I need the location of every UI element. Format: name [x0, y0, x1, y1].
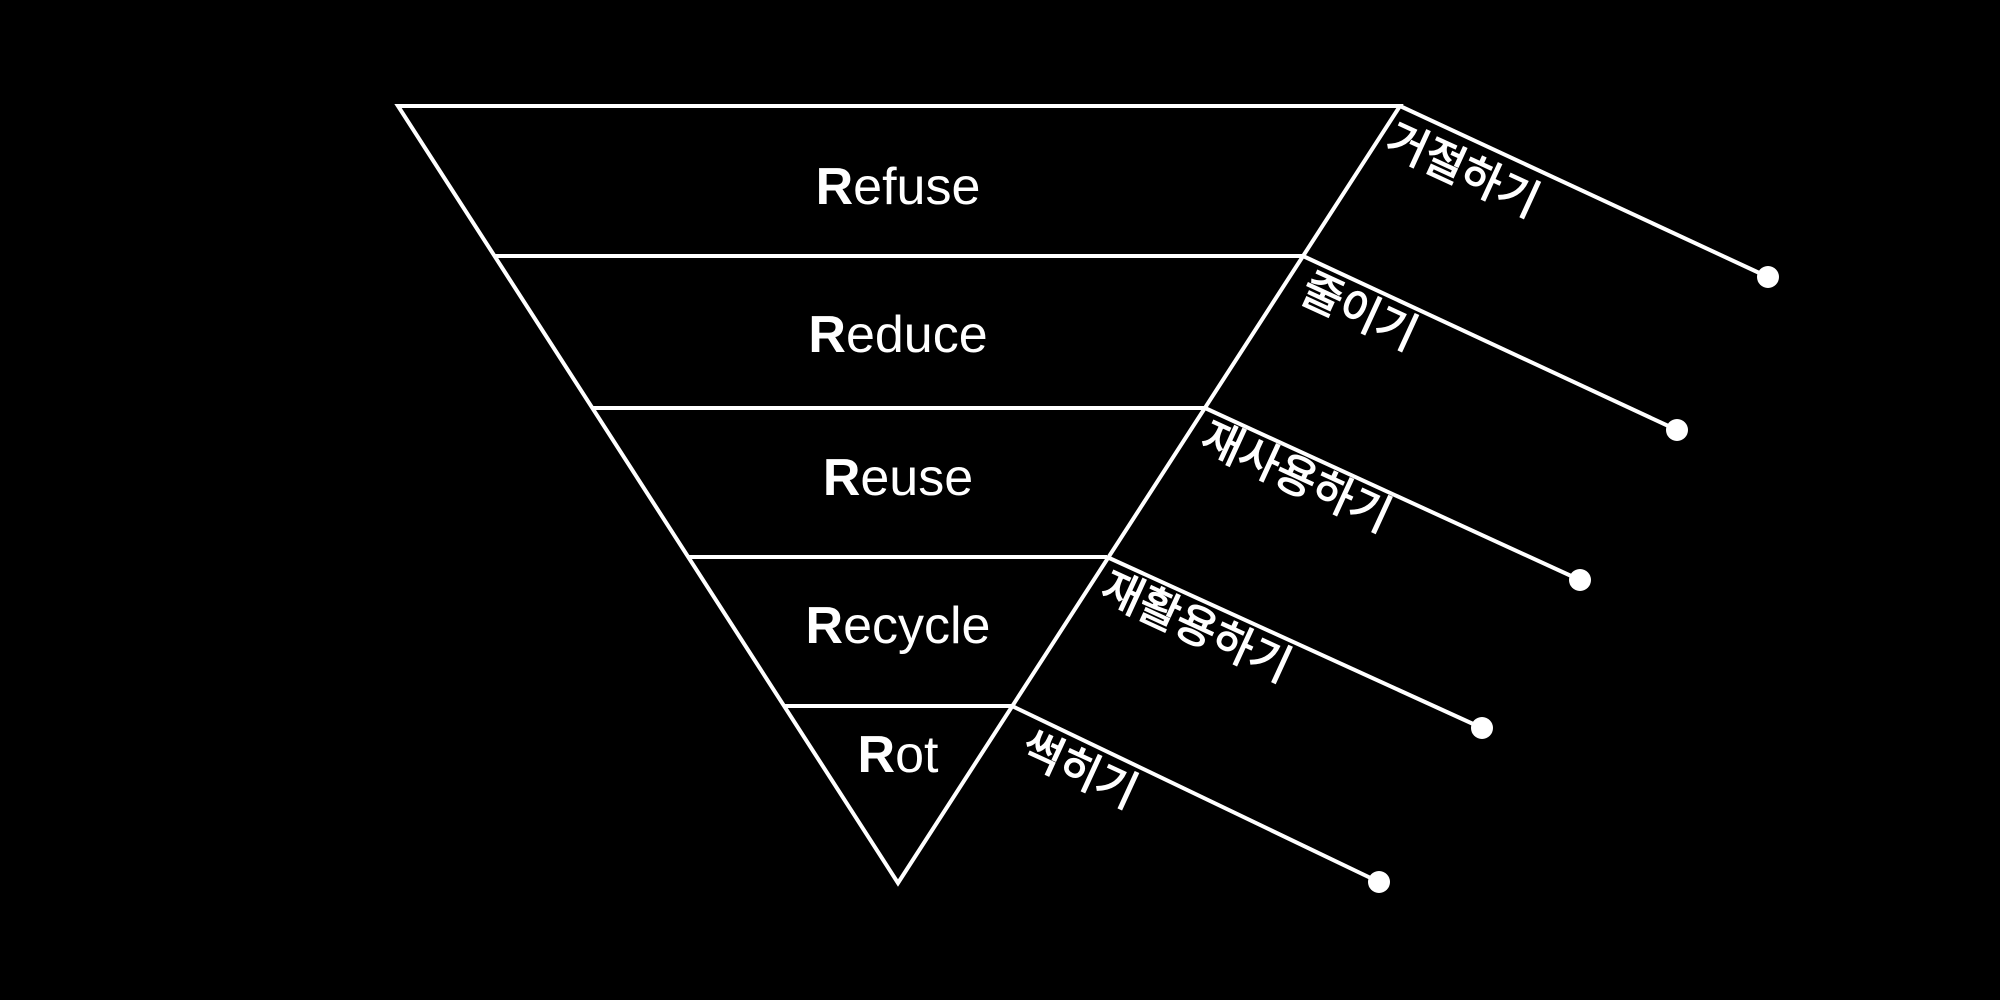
inverted-triangle-outline: [394, 104, 1404, 887]
tier-dividers: [495, 254, 1303, 708]
tier-label-rot: Rot: [858, 726, 939, 784]
leader-line: [1106, 555, 1483, 730]
leader-endpoint-dot: [1666, 419, 1688, 441]
tier-initial: R: [823, 449, 861, 507]
tier-reuse: Reuse 재사용하기: [823, 412, 1399, 543]
tier-label-reuse: Reuse: [823, 449, 973, 507]
leader-endpoint-dot: [1368, 871, 1390, 893]
tier-initial: R: [806, 597, 844, 655]
tier-initial: R: [816, 158, 854, 216]
leader-line: [1302, 254, 1678, 432]
tier-rest: ot: [895, 726, 939, 784]
korean-label-reduce: 줄이기: [1293, 264, 1425, 361]
korean-label-reuse: 재사용하기: [1193, 412, 1398, 543]
tier-reduce: Reduce 줄이기: [808, 264, 1425, 364]
korean-label-recycle: 재활용하기: [1093, 562, 1298, 693]
tier-rest: ecycle: [843, 597, 990, 655]
tier-initial: R: [808, 306, 846, 364]
korean-label-refuse: 거절하기: [1378, 114, 1546, 228]
tier-rest: efuse: [853, 158, 980, 216]
tier-rot: Rot 썩히기: [858, 722, 1146, 819]
leader-endpoint-dot: [1757, 266, 1779, 288]
leader-line: [1011, 704, 1380, 884]
leader-lines: [1011, 104, 1779, 893]
leader-line: [1204, 406, 1581, 582]
leader-endpoint-dot: [1471, 717, 1493, 739]
tier-initial: R: [858, 726, 896, 784]
leader-endpoint-dot: [1569, 569, 1591, 591]
tier-label-reduce: Reduce: [808, 306, 987, 364]
tier-recycle: Recycle 재활용하기: [806, 562, 1299, 693]
tier-rest: euse: [860, 449, 973, 507]
tier-label-recycle: Recycle: [806, 597, 991, 655]
tier-label-refuse: Refuse: [816, 158, 981, 216]
tier-refuse: Refuse 거절하기: [816, 114, 1547, 228]
tier-rest: educe: [846, 306, 988, 364]
leader-line: [1399, 104, 1769, 279]
